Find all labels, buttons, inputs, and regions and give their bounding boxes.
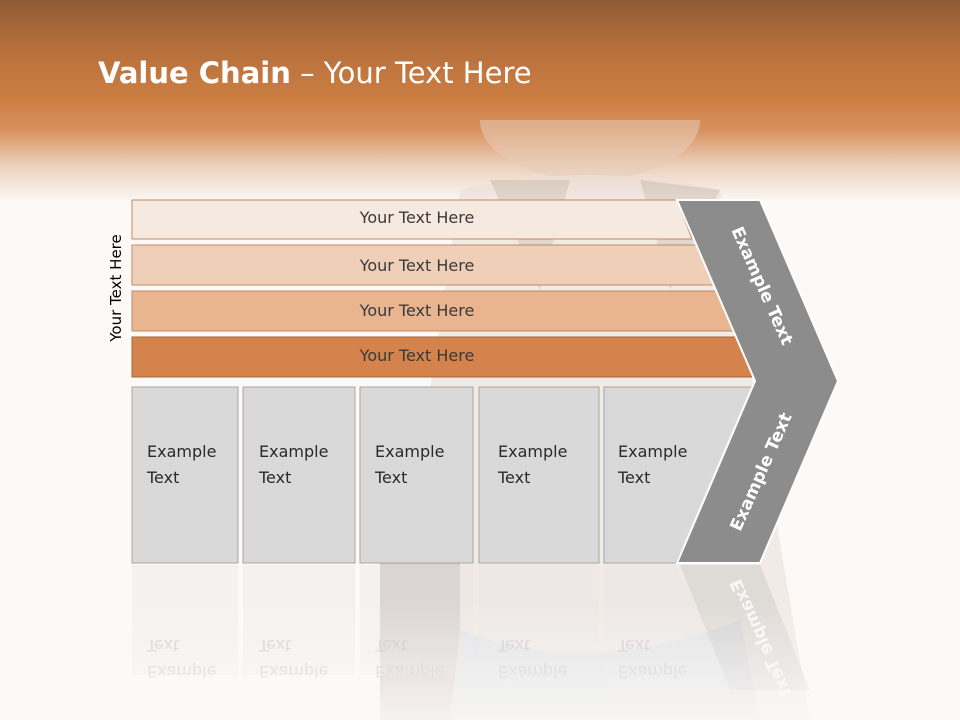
row-shape-1[interactable] [131,199,693,240]
card-label-5-line2: Text [618,468,651,487]
card-label-2: Example Text [259,439,328,491]
card-label-5: Example Text [618,439,687,491]
card-label-4-line2: Text [498,468,531,487]
chevron-arrow[interactable] [675,199,840,564]
card-label-2-line2: Text [259,468,292,487]
card-label-1-line2: Text [147,468,180,487]
row-label-3: Your Text Here [359,301,475,320]
card-shape-1[interactable] [131,386,239,564]
title-rest: – Your Text Here [290,56,532,90]
card-label-4: Example Text [498,439,567,491]
title-bold: Value Chain [98,56,291,90]
row-label-1: Your Text Here [359,208,475,227]
card-shape-4[interactable] [478,386,600,564]
card-label-1: Example Text [147,439,216,491]
row-label-4: Your Text Here [359,346,475,365]
card-label-4-line1: Example [498,442,568,461]
card-label-2-line1: Example [259,442,329,461]
card-label-3-line2: Text [375,468,408,487]
slide-title: Value Chain – Your Text Here [98,56,532,90]
card-label-5-line1: Example [618,442,688,461]
card-label-3-line1: Example [375,442,445,461]
row-label-2: Your Text Here [359,256,475,275]
card-label-1-line1: Example [147,442,217,461]
header-band [0,0,960,200]
card-label-3: Example Text [375,439,444,491]
bottom-fade [0,600,960,720]
card-shape-2[interactable] [242,386,356,564]
card-shape-3[interactable] [359,386,474,564]
